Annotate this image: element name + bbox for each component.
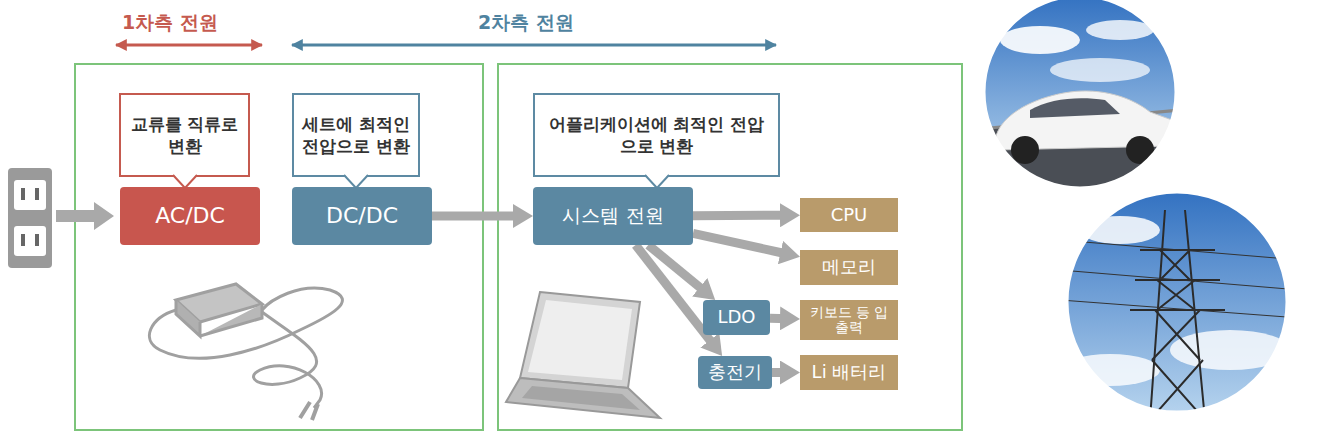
- node-label: LDO: [717, 307, 755, 328]
- load-box: Li 배터리: [800, 355, 898, 390]
- outlet-icon: [8, 168, 52, 268]
- node-label: 세트에 최적인 전압으로 변환: [302, 113, 410, 157]
- process-box: DC/DC: [292, 187, 432, 245]
- load-box: 키보드 등 입출력: [800, 300, 898, 340]
- node-label: 어플리케이션에 최적인 전압으로 변환: [543, 113, 770, 157]
- node-label: AC/DC: [155, 203, 225, 228]
- node-label: 키보드 등 입출력: [804, 305, 894, 336]
- callout-box: 교류를 직류로 변환: [119, 93, 250, 177]
- node-label: 충전기: [708, 362, 762, 383]
- range-heading: 2차측 전원: [478, 10, 574, 36]
- laptop-illustration: [506, 292, 660, 418]
- panel-frame: [498, 64, 962, 430]
- range-bracket: [116, 44, 262, 47]
- node-label: Li 배터리: [812, 362, 887, 383]
- process-box: 시스템 전원: [533, 187, 693, 245]
- node-label: CPU: [831, 205, 868, 226]
- range-bracket: [292, 44, 776, 47]
- photo-frame: [1067, 192, 1287, 412]
- flow-arrow: [693, 233, 788, 254]
- photo-frame: [984, 0, 1176, 188]
- input-arrow: [56, 202, 114, 230]
- process-box: 충전기: [698, 356, 772, 389]
- flow-arrow: [772, 368, 788, 377]
- node-label: DC/DC: [326, 203, 398, 228]
- callout-pointer: [344, 174, 368, 188]
- node-label: 시스템 전원: [562, 205, 663, 227]
- pylon-photo: [1060, 185, 1300, 425]
- callout-box: 세트에 최적인 전압으로 변환: [292, 93, 420, 177]
- flow-arrow: [432, 212, 521, 221]
- car-photo: [980, 0, 1180, 198]
- callout-pointer: [645, 174, 669, 188]
- process-box: AC/DC: [120, 187, 260, 245]
- node-label: 교류를 직류로 변환: [129, 113, 240, 157]
- flow-arrow: [770, 314, 788, 323]
- panel-frame: [75, 64, 483, 430]
- process-box: LDO: [703, 300, 770, 335]
- load-box: CPU: [800, 198, 898, 232]
- callout-pointer: [173, 174, 197, 188]
- load-box: 메모리: [800, 250, 898, 285]
- flow-arrow: [693, 211, 788, 220]
- adapter-illustration: [149, 284, 342, 420]
- range-heading: 1차측 전원: [122, 10, 218, 36]
- node-label: 메모리: [822, 257, 876, 278]
- callout-box: 어플리케이션에 최적인 전압으로 변환: [533, 93, 780, 177]
